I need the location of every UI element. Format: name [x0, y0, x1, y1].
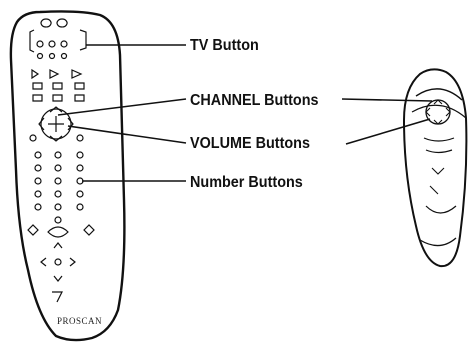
- right-remote-body: [404, 69, 466, 266]
- left-remote: [11, 11, 125, 340]
- channel-callout-line: [58, 99, 186, 115]
- left-remote-body: [11, 11, 125, 340]
- callout-lines: [58, 45, 186, 181]
- channel-down-button: [50, 136, 62, 141]
- channel-up-button: [50, 107, 62, 112]
- remote-brand-logo: PROSCAN: [57, 316, 103, 326]
- tv-button: [80, 30, 86, 50]
- volume-callout-line: [68, 126, 186, 143]
- lower-buttons: [41, 243, 75, 302]
- top-buttons: [30, 19, 86, 58]
- volume-down-button: [39, 118, 44, 130]
- right-remote-pad: [426, 100, 450, 124]
- number-buttons-label: Number Buttons: [190, 174, 303, 191]
- channel-volume-pad: [30, 107, 83, 141]
- right-volume-callout-line: [346, 119, 430, 144]
- volume-buttons-label: VOLUME Buttons: [190, 135, 310, 152]
- right-channel-callout-line: [342, 99, 432, 101]
- channel-buttons-label: CHANNEL Buttons: [190, 92, 319, 109]
- volume-up-button: [68, 118, 73, 130]
- number-buttons: [28, 152, 94, 237]
- transport-buttons: [32, 70, 84, 101]
- right-remote: [404, 69, 466, 266]
- tv-button-label: TV Button: [190, 37, 259, 54]
- right-callout-lines: [342, 99, 432, 144]
